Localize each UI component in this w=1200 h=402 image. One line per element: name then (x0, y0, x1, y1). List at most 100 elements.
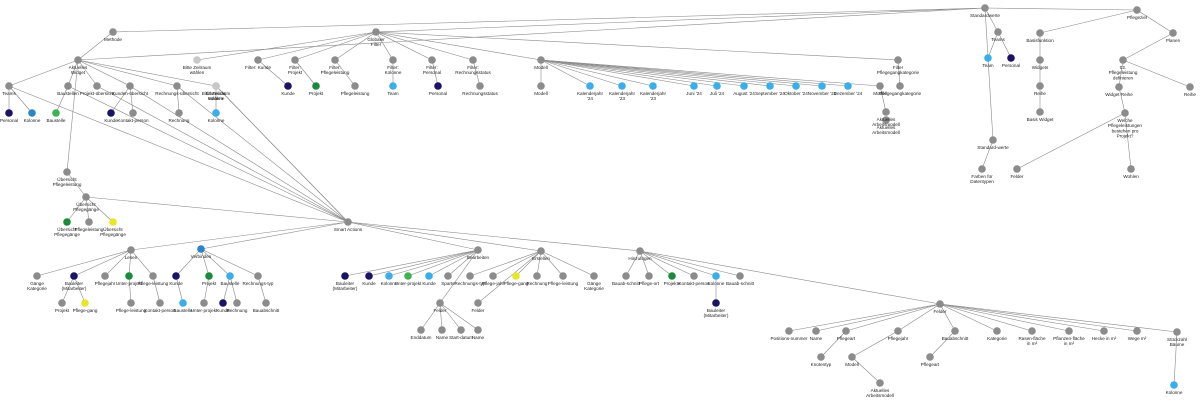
node-dot[interactable] (818, 82, 826, 90)
node-juli24[interactable]: Juli '24 (710, 82, 725, 96)
node-dot[interactable] (636, 247, 644, 255)
node-dot[interactable] (365, 272, 373, 280)
node-pflegegangkategorie[interactable]: Pflegegangkategorie (879, 82, 922, 96)
node-dot[interactable] (1036, 108, 1044, 116)
node-felder-r[interactable]: Felder (933, 300, 947, 314)
node-kolonne-b[interactable]: Kolonne (381, 272, 398, 286)
node-sep24[interactable]: September '24 (755, 82, 785, 96)
node-dot[interactable] (1036, 29, 1044, 37)
node-rechnungs-uebersicht[interactable]: Rechnungs-übersicht (155, 82, 199, 96)
node-dot[interactable] (179, 299, 187, 307)
node-dot[interactable] (82, 193, 90, 201)
node-dot[interactable] (425, 272, 433, 280)
node-rechnung-l[interactable]: Rechnung (169, 109, 190, 123)
node-dot[interactable] (712, 272, 720, 280)
node-dot[interactable] (284, 82, 292, 90)
node-dot[interactable] (1133, 6, 1141, 14)
node-dot[interactable] (109, 218, 117, 226)
node-dez24[interactable]: Dezember '24 (834, 82, 863, 96)
node-dot[interactable] (590, 272, 598, 280)
node-pflegeart-r2[interactable]: Pflegeart (921, 353, 940, 367)
node-pflegeort-b[interactable]: Pflege-ort (639, 272, 660, 286)
node-dot[interactable] (93, 82, 101, 90)
node-projekt-a[interactable]: Projekt (202, 272, 217, 286)
node-dot[interactable] (894, 56, 902, 64)
node-hinzufuegen[interactable]: Hinzufügen (628, 247, 652, 261)
node-dot[interactable] (876, 379, 884, 387)
node-team-top[interactable]: Team (982, 54, 994, 68)
node-felder-m[interactable]: Felder (433, 299, 447, 313)
node-kunde-l[interactable]: Kunde (104, 109, 118, 123)
node-dot[interactable] (173, 82, 181, 90)
node-projekt-a2[interactable]: Projekt (55, 299, 70, 313)
node-dot[interactable] (668, 272, 676, 280)
node-felder-m2[interactable]: Felder (471, 299, 485, 313)
node-kunden-uebersicht[interactable]: Kunden-übersicht (112, 82, 149, 96)
node-unterprojekt-a[interactable]: Unter-projekt (116, 272, 143, 286)
node-dot[interactable] (5, 109, 13, 117)
node-bauleiter-c[interactable]: Bauleiter(Mitarbeiter) (704, 299, 729, 318)
node-name-m[interactable]: Name (436, 326, 449, 340)
node-dot[interactable] (58, 299, 66, 307)
node-dot[interactable] (52, 109, 60, 117)
node-pflegeleistung-l[interactable]: Pflegeleistung (75, 218, 104, 232)
node-name-m2[interactable]: Name (472, 326, 485, 340)
node-okt24[interactable]: Oktober '24 (784, 82, 808, 96)
node-kunde-b2[interactable]: Kunde (422, 272, 436, 286)
node-dot[interactable] (81, 299, 89, 307)
node-dot[interactable] (1013, 165, 1021, 173)
node-dot[interactable] (936, 300, 944, 308)
node-kolonne-l2[interactable]: Kolonne (208, 109, 225, 123)
node-pflegeleistung-a2[interactable]: Pflege-leistung (116, 299, 147, 313)
node-name-r[interactable]: Name (810, 327, 823, 341)
node-dot[interactable] (205, 272, 213, 280)
node-dot[interactable] (649, 82, 657, 90)
node-startdatum[interactable]: Start-datum (449, 326, 473, 340)
node-dot[interactable] (622, 272, 630, 280)
node-dot[interactable] (351, 82, 359, 90)
node-wege[interactable]: Wege m² (1128, 327, 1147, 341)
node-erstellen[interactable]: Erstellen (532, 247, 550, 261)
node-kunde-a2[interactable]: Kunde (216, 299, 230, 313)
node-dot[interactable] (312, 82, 320, 90)
node-dot[interactable] (812, 327, 820, 335)
node-dot[interactable] (389, 56, 397, 64)
node-rechnung-b[interactable]: Rechnung (527, 272, 548, 286)
node-dot[interactable] (740, 82, 748, 90)
node-juni24[interactable]: Juni '24 (686, 82, 702, 96)
node-dot[interactable] (127, 246, 135, 254)
node-dot[interactable] (291, 56, 299, 64)
node-dot[interactable] (474, 246, 482, 254)
node-standardwerte-r[interactable]: Standard-werte (977, 136, 1009, 150)
node-dot[interactable] (149, 272, 157, 280)
node-dot[interactable] (127, 299, 135, 307)
node-dot[interactable] (129, 109, 137, 117)
node-kunde-b[interactable]: Kunde (362, 272, 376, 286)
node-dot[interactable] (882, 116, 890, 124)
node-bauleiter-b[interactable]: Bauleiter(Mitarbeiter) (333, 272, 358, 291)
node-dot[interactable] (1028, 327, 1036, 335)
node-positionsnummer[interactable]: Positions-nummer (770, 327, 808, 341)
node-dot[interactable] (344, 218, 352, 226)
node-dot[interactable] (63, 168, 71, 176)
node-pflegejahr-a[interactable]: Pflegejahr (95, 272, 116, 286)
node-dot[interactable] (444, 272, 452, 280)
node-kunde-a[interactable]: Kunde (169, 272, 183, 286)
node-pflegegang-a[interactable]: Pflege-gang (73, 299, 98, 313)
node-dot[interactable] (842, 327, 850, 335)
node-smart-actions[interactable]: Smart Actions (334, 218, 363, 232)
node-dot[interactable] (537, 56, 545, 64)
node-dot[interactable] (33, 272, 41, 280)
node-dot[interactable] (1115, 83, 1123, 91)
node-dot[interactable] (156, 299, 164, 307)
node-dot[interactable] (212, 82, 220, 90)
node-dot[interactable] (469, 56, 477, 64)
